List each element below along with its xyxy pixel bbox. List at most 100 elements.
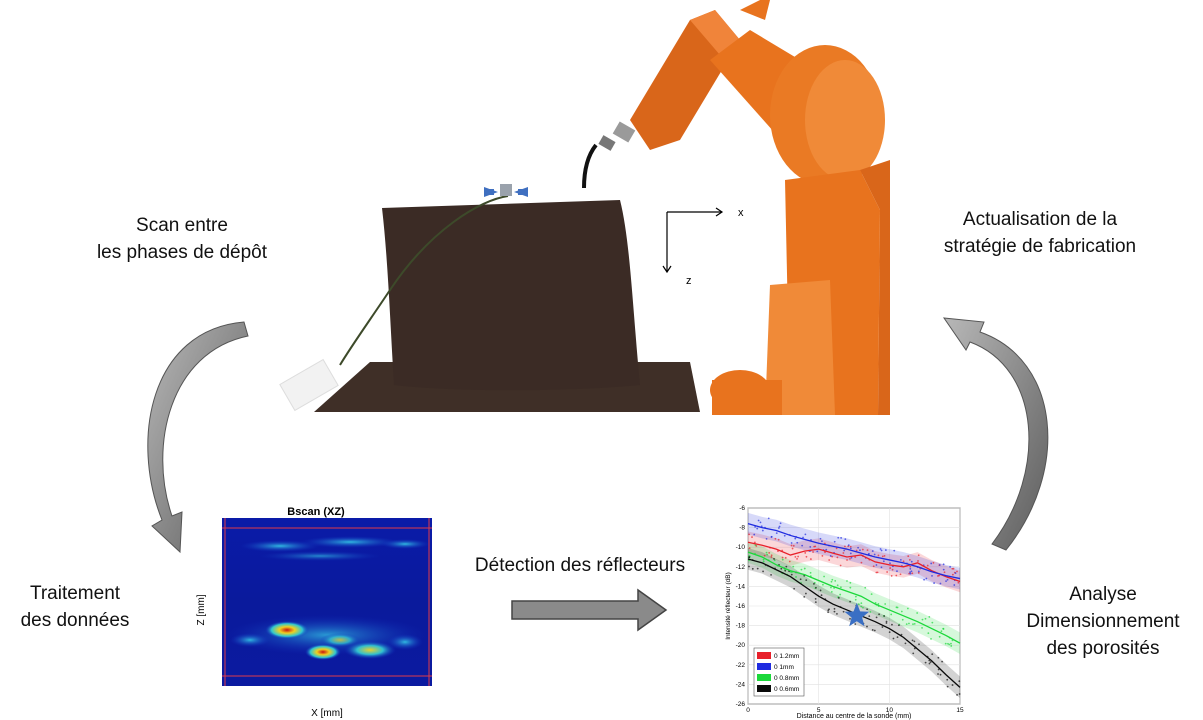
series-point <box>941 660 944 663</box>
series-point <box>917 571 920 574</box>
chart-xlabel: Distance au centre de la sonde (mm) <box>797 713 912 720</box>
series-point <box>902 560 905 563</box>
series-point <box>805 555 808 558</box>
analysis-label-line2: Dimensionnement <box>1026 611 1180 632</box>
series-point <box>846 580 848 582</box>
update-strategy-label: Actualisation de la stratégie de fabrica… <box>910 206 1170 260</box>
series-point <box>757 519 760 522</box>
series-point <box>812 551 814 553</box>
series-point <box>804 533 807 536</box>
series-point <box>784 556 787 559</box>
series-point <box>801 544 804 547</box>
series-point <box>784 569 787 572</box>
series-point <box>907 555 910 558</box>
series-point <box>830 580 833 583</box>
series-point <box>890 575 893 577</box>
series-point <box>792 565 795 568</box>
series-point <box>849 581 852 584</box>
series-point <box>773 557 775 560</box>
series-point <box>890 613 893 616</box>
series-point <box>900 633 903 636</box>
series-point <box>909 571 911 573</box>
y-tick-label: -10 <box>736 544 746 551</box>
series-point <box>814 597 817 600</box>
robot-base <box>710 160 890 415</box>
series-point <box>829 555 832 557</box>
series-point <box>831 578 834 581</box>
legend-label: 0 0.8mm <box>774 675 799 682</box>
processing-label-line1: Traitement <box>29 583 121 604</box>
series-point <box>844 545 846 548</box>
series-point <box>754 544 757 547</box>
series-point <box>895 574 898 577</box>
legend-swatch <box>757 674 771 681</box>
series-point <box>928 662 931 665</box>
series-point <box>909 572 912 575</box>
series-point <box>762 570 764 573</box>
detection-label-text: Détection des réflecteurs <box>474 555 686 576</box>
series-point <box>892 637 895 640</box>
series-point <box>761 529 764 532</box>
series-point <box>833 607 836 610</box>
series-point <box>768 552 771 554</box>
series-point <box>927 632 930 635</box>
x-tick-label: 0 <box>746 707 750 714</box>
series-point <box>860 605 863 608</box>
update-label-line2: stratégie de fabrication <box>943 236 1137 257</box>
series-point <box>880 549 883 552</box>
legend-swatch <box>757 685 771 692</box>
axis-x-label: x <box>738 207 744 219</box>
series-point <box>797 555 800 558</box>
series-point <box>824 551 826 554</box>
series-point <box>913 647 916 650</box>
series-point <box>917 570 920 573</box>
series-point <box>846 559 848 561</box>
series-point <box>748 556 751 558</box>
series-point <box>857 603 860 606</box>
y-tick-label: -24 <box>736 681 746 688</box>
series-point <box>828 608 830 611</box>
series-point <box>774 537 777 540</box>
bscan-title: Bscan (XZ) <box>287 506 345 518</box>
series-point <box>864 586 867 589</box>
series-point <box>804 592 807 595</box>
series-point <box>898 624 900 627</box>
series-point <box>950 645 953 647</box>
series-point <box>775 532 778 535</box>
analysis-label-line1: Analyse <box>1069 584 1137 605</box>
series-point <box>796 541 799 544</box>
series-point <box>910 570 913 573</box>
series-point <box>781 556 784 559</box>
series-point <box>893 549 896 552</box>
series-point <box>834 579 837 582</box>
series-point <box>910 560 913 563</box>
series-point <box>762 560 765 563</box>
series-point <box>821 540 823 543</box>
y-tick-label: -20 <box>736 642 746 649</box>
axis-indicator: x z <box>662 207 744 287</box>
series-point <box>923 578 925 581</box>
y-tick-label: -12 <box>736 564 746 571</box>
series-point <box>870 593 873 596</box>
star-marker <box>844 602 870 627</box>
series-point <box>917 560 919 562</box>
series-point <box>849 617 851 620</box>
axis-z-label: z <box>686 275 692 287</box>
series-point <box>793 587 796 590</box>
legend-label: 0 1.2mm <box>774 653 799 660</box>
y-tick-label: -26 <box>736 701 746 708</box>
series-point <box>946 685 949 688</box>
series-point <box>911 639 914 642</box>
series-point <box>825 548 828 551</box>
series-point <box>773 559 776 562</box>
series-point <box>748 565 750 568</box>
series-point <box>921 618 924 621</box>
series-point <box>779 522 782 525</box>
series-point <box>849 586 852 589</box>
series-point <box>836 556 839 559</box>
series-point <box>831 555 834 558</box>
series-point <box>854 595 857 598</box>
series-point <box>945 580 947 583</box>
y-tick-label: -16 <box>736 603 746 610</box>
